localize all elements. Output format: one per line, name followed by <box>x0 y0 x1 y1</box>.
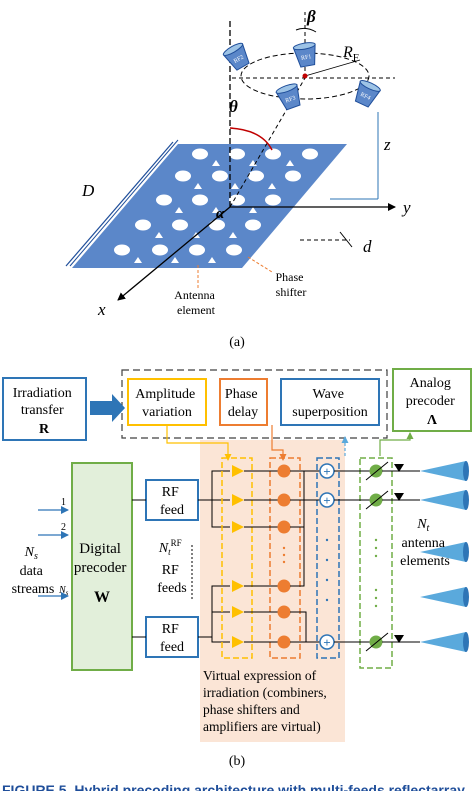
phase-ellipsis <box>282 546 286 564</box>
caption-b: (b) <box>229 754 246 769</box>
svg-text:+: + <box>323 464 330 479</box>
amplitude-variation-box <box>127 378 207 426</box>
digital-precoder-box <box>71 462 133 671</box>
combiners: + + + <box>319 463 335 650</box>
ns-data-streams-label: Ns data streams <box>12 545 55 597</box>
stream-ns-num: Ns <box>58 585 69 597</box>
rf1-label: RF1 <box>301 54 312 62</box>
phase-delay-label: Phase delay <box>225 387 261 420</box>
feed-horn-rf1: RF1 <box>292 42 316 68</box>
amplifier-column <box>221 457 253 659</box>
irradiation-transfer-label: Irradiation transfer R <box>13 386 76 437</box>
rf4-label: RF4 <box>359 92 371 102</box>
beta-label: β <box>306 7 316 26</box>
phase-shifters <box>277 464 291 649</box>
analog-precoder-label: Analog precoder Λ <box>406 376 458 428</box>
stream-1-num: 1 <box>61 497 66 508</box>
switch-ellipsis <box>374 538 378 608</box>
D-label: D <box>81 181 95 200</box>
combiner-to-switch-wires <box>334 470 370 643</box>
d-label: d <box>363 237 372 256</box>
rf-feed-top-label: RF feed <box>160 485 184 518</box>
rf-feed-top-box <box>145 479 199 521</box>
output-wires <box>382 470 420 643</box>
stream-2-num: 2 <box>61 522 66 533</box>
digital-precoder-label: Digital precoder W <box>74 541 130 606</box>
caption-a: (a) <box>229 335 245 350</box>
theta-label: θ <box>229 97 238 116</box>
combiner-ellipsis <box>325 538 329 602</box>
phase-to-combiner-wires <box>290 470 320 643</box>
rf2-label: RF2 <box>233 55 245 65</box>
virtual-expression-label: Virtual expression of irradiation (combi… <box>203 668 330 734</box>
rf-radius-label: RF <box>342 44 359 64</box>
antenna-cones <box>420 461 469 652</box>
phase-shifter-label: Phase shifter <box>276 270 307 299</box>
feed-horn-rf2: RF2 <box>222 42 250 71</box>
panel-a: RF1 RF2 RF3 RF4 β θ α RF z y x D d Phase <box>65 7 411 350</box>
feed-wires <box>198 470 230 643</box>
theta-arc <box>229 127 273 151</box>
combiner-column <box>316 457 340 659</box>
feed-horn-rf4: RF4 <box>354 80 381 108</box>
irradiation-transfer-box <box>2 377 87 441</box>
amp-to-phase-wires <box>244 470 278 643</box>
D-dimension <box>69 139 179 267</box>
svg-text:+: + <box>323 493 330 508</box>
x-axis <box>117 206 231 301</box>
rf-feed-bottom-label: RF feed <box>160 622 184 655</box>
alpha-label: α <box>216 206 225 222</box>
reflectarray-plane <box>72 144 347 268</box>
nt-antenna-elements-label: Nt antenna elements <box>400 517 450 569</box>
phase-delay-box <box>219 378 268 426</box>
antenna-element-label: Antenna element <box>174 288 218 317</box>
wave-superposition-label: Wave superposition <box>292 387 367 420</box>
function-group <box>121 369 388 439</box>
feed-horn-rf3: RF3 <box>275 83 301 111</box>
transfer-arrow <box>90 394 125 422</box>
analog-precoder-box <box>392 368 472 432</box>
analog-switches <box>365 461 389 652</box>
amplitude-variation-label: Amplitude variation <box>135 387 198 420</box>
x-label: x <box>97 300 106 319</box>
beta-arc <box>295 27 317 33</box>
output-triangles <box>394 464 404 643</box>
nt-rf-feeds-label: NtRF RF feeds <box>157 535 187 596</box>
phase-shifter-column <box>269 457 301 659</box>
figure-caption: FIGURE 5. Hybrid precoding architecture … <box>2 782 474 791</box>
amplifiers <box>232 465 244 648</box>
rf3-label: RF3 <box>285 95 297 104</box>
antenna-elements <box>114 148 318 263</box>
analog-switch-column <box>359 457 393 669</box>
virtual-region <box>200 440 345 742</box>
wave-superposition-box <box>280 378 380 426</box>
panel-b: Irradiation transfer R Amplitude variati… <box>2 368 472 769</box>
svg-text:+: + <box>323 635 330 650</box>
z-label: z <box>383 135 391 154</box>
y-label: y <box>401 198 411 217</box>
